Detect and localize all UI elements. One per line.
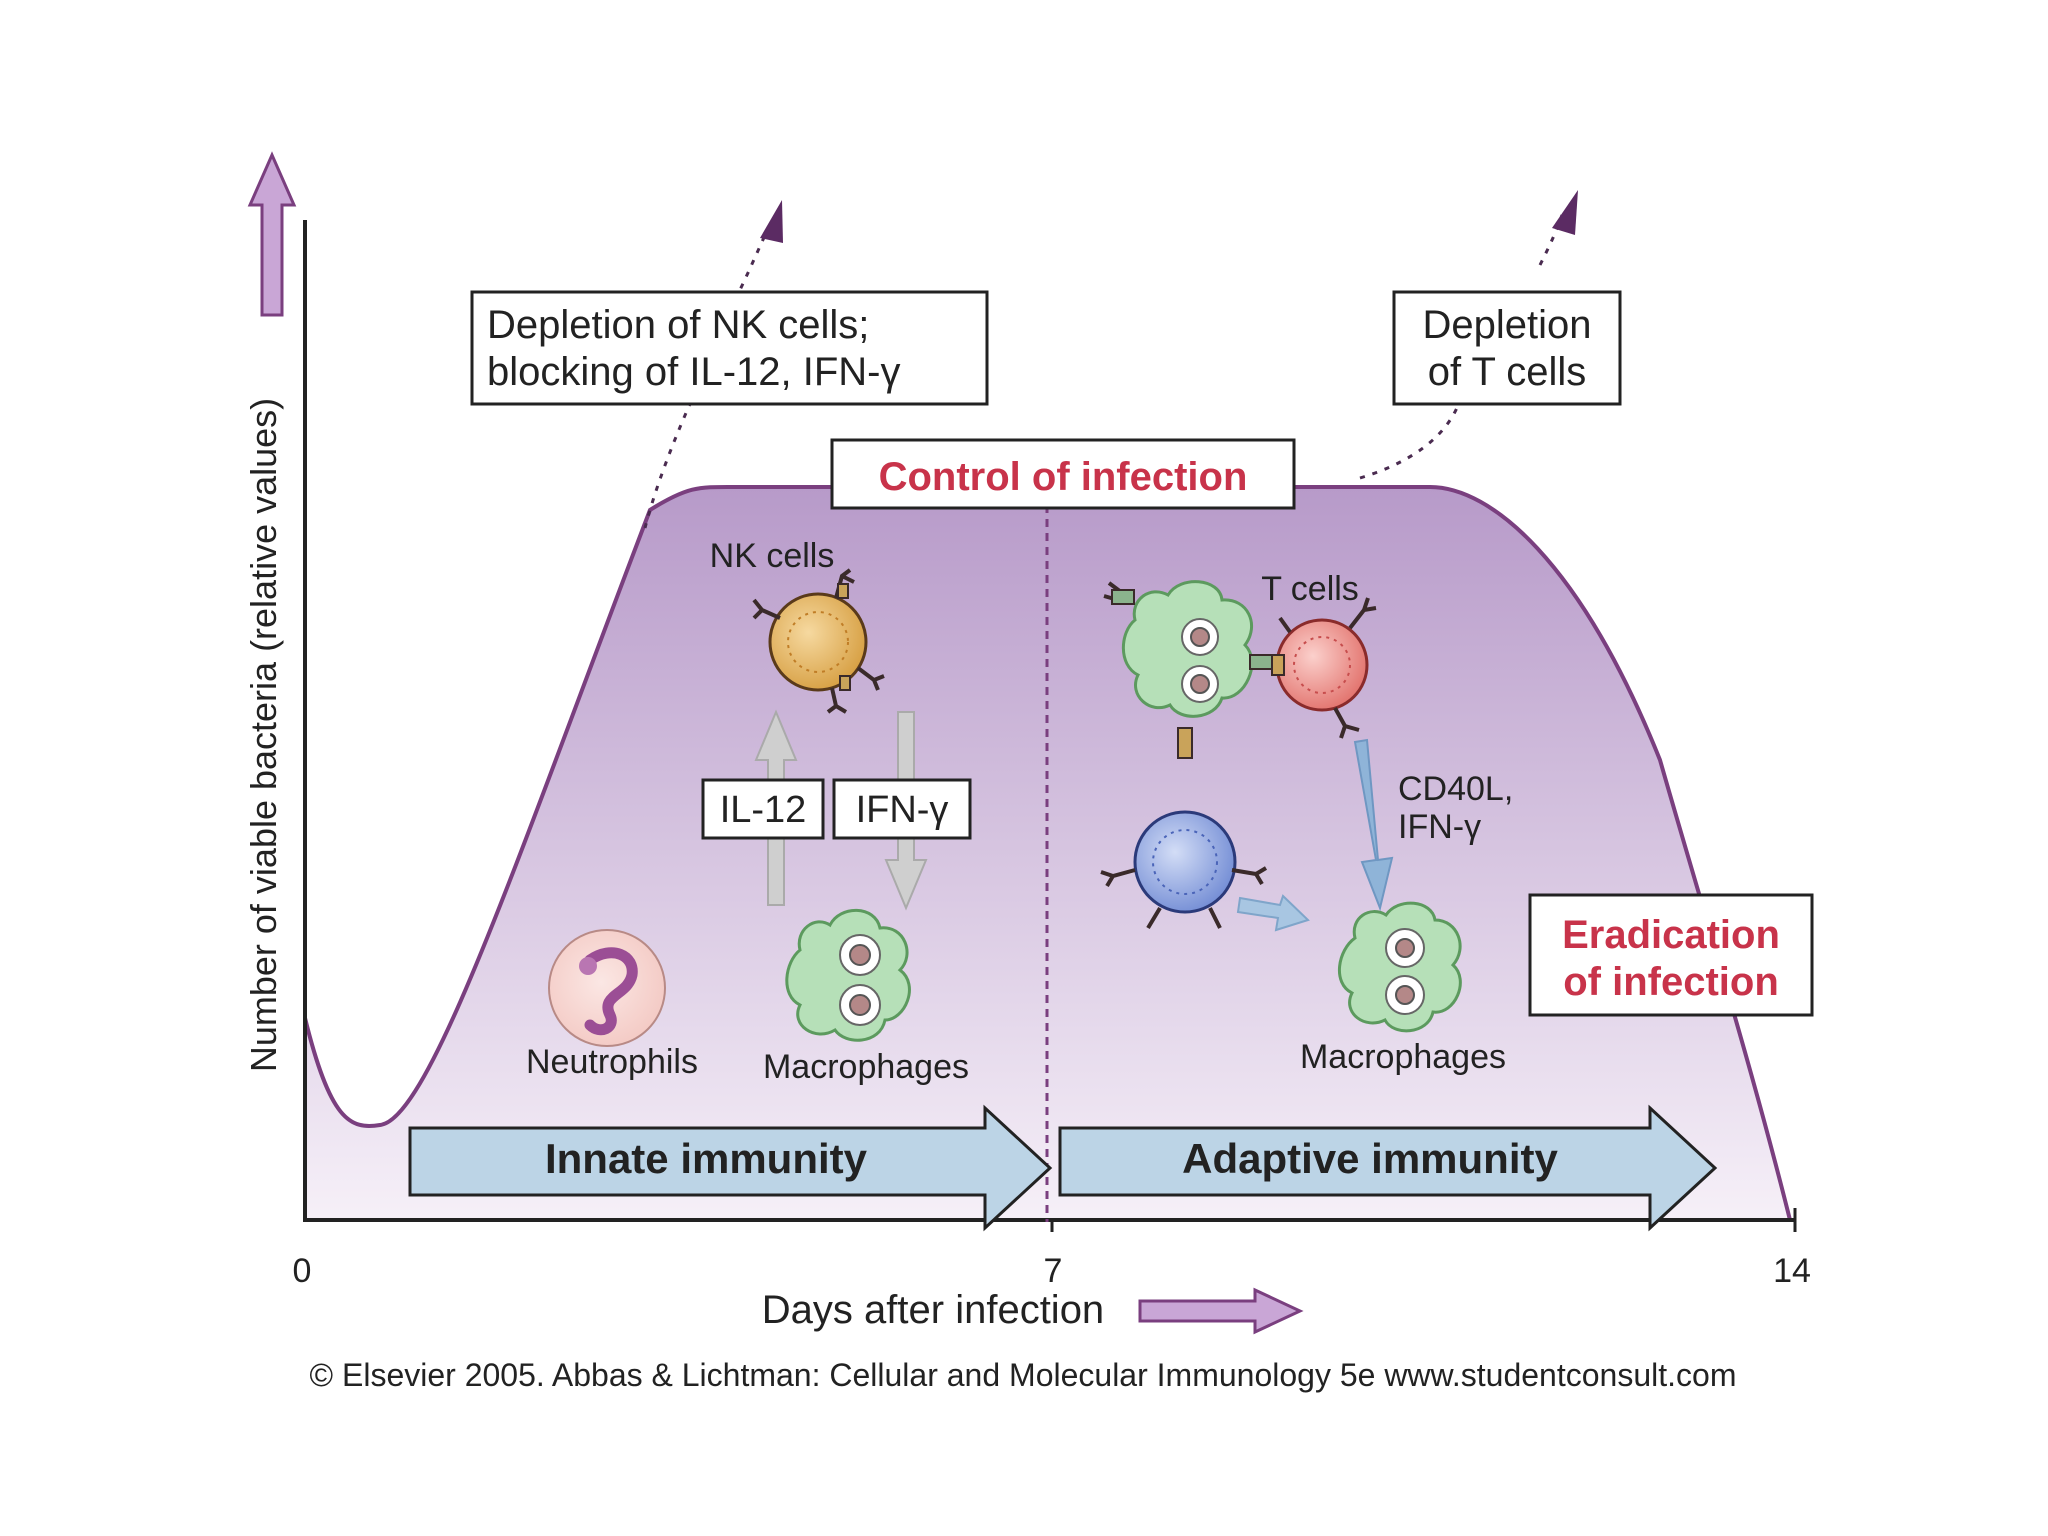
b-cell-icon — [1100, 810, 1268, 930]
innate-immunity-arrow: Innate immunity — [408, 1104, 1053, 1232]
t-cells-label: T cells — [1261, 570, 1359, 608]
control-text: Control of infection — [879, 455, 1248, 499]
eradication-box: Eradication of infection — [1528, 893, 1814, 1017]
bcell-to-macrophage-arrow-icon — [1236, 894, 1310, 932]
x-axis-label: Days after infection — [762, 1288, 1104, 1332]
macrophage-right-icon — [1337, 901, 1462, 1033]
cd40l-label-2: IFN-γ — [1398, 808, 1481, 846]
t-escape-arrowhead-icon — [1552, 190, 1578, 235]
x-axis-arrow-icon — [1138, 1287, 1304, 1335]
x-tick-0: 0 — [293, 1252, 312, 1290]
eradication-text-1: Eradication — [1562, 913, 1780, 957]
copyright-text: © Elsevier 2005. Abbas & Lichtman: Cellu… — [310, 1357, 1737, 1393]
nk-depletion-text-1: Depletion of NK cells; — [487, 303, 869, 347]
t-depletion-box: Depletion of T cells — [1392, 290, 1622, 406]
x-tick-14: 14 — [1773, 1252, 1811, 1290]
macrophages-left-label: Macrophages — [763, 1048, 969, 1086]
control-box: Control of infection — [830, 438, 1296, 510]
cd40l-label-1: CD40L, — [1398, 770, 1513, 808]
nk-cell-icon — [752, 568, 885, 714]
ifng-text: IFN-γ — [856, 789, 949, 831]
macrophages-right-label: Macrophages — [1300, 1038, 1506, 1076]
nk-cells-label: NK cells — [710, 537, 835, 575]
neutrophils-label: Neutrophils — [526, 1043, 698, 1081]
cd40l-arrow-icon — [1353, 738, 1394, 912]
t-depletion-text-2: of T cells — [1428, 350, 1587, 394]
t-cell-icon — [1271, 597, 1377, 739]
x-tick-7: 7 — [1044, 1252, 1063, 1290]
nk-depletion-box: Depletion of NK cells; blocking of IL-12… — [470, 290, 989, 406]
t-escape-arrow — [1359, 214, 1564, 480]
neutrophil-icon — [548, 929, 666, 1047]
nk-depletion-text-2: blocking of IL-12, IFN-γ — [487, 350, 901, 394]
innate-immunity-label: Innate immunity — [545, 1135, 868, 1182]
adaptive-immunity-label: Adaptive immunity — [1182, 1135, 1558, 1182]
il12-box: IL-12 — [701, 778, 825, 840]
y-axis-arrow-icon — [247, 151, 297, 317]
apc-macrophage-icon — [1103, 580, 1285, 759]
il12-text: IL-12 — [720, 789, 807, 831]
adaptive-immunity-arrow: Adaptive immunity — [1058, 1104, 1718, 1232]
t-depletion-text-1: Depletion — [1422, 303, 1591, 347]
eradication-text-2: of infection — [1563, 960, 1779, 1004]
nk-escape-arrowhead-icon — [760, 200, 783, 243]
ifng-box: IFN-γ — [832, 778, 972, 840]
y-axis-label: Number of viable bacteria (relative valu… — [243, 398, 284, 1072]
macrophage-left-icon — [785, 908, 911, 1042]
